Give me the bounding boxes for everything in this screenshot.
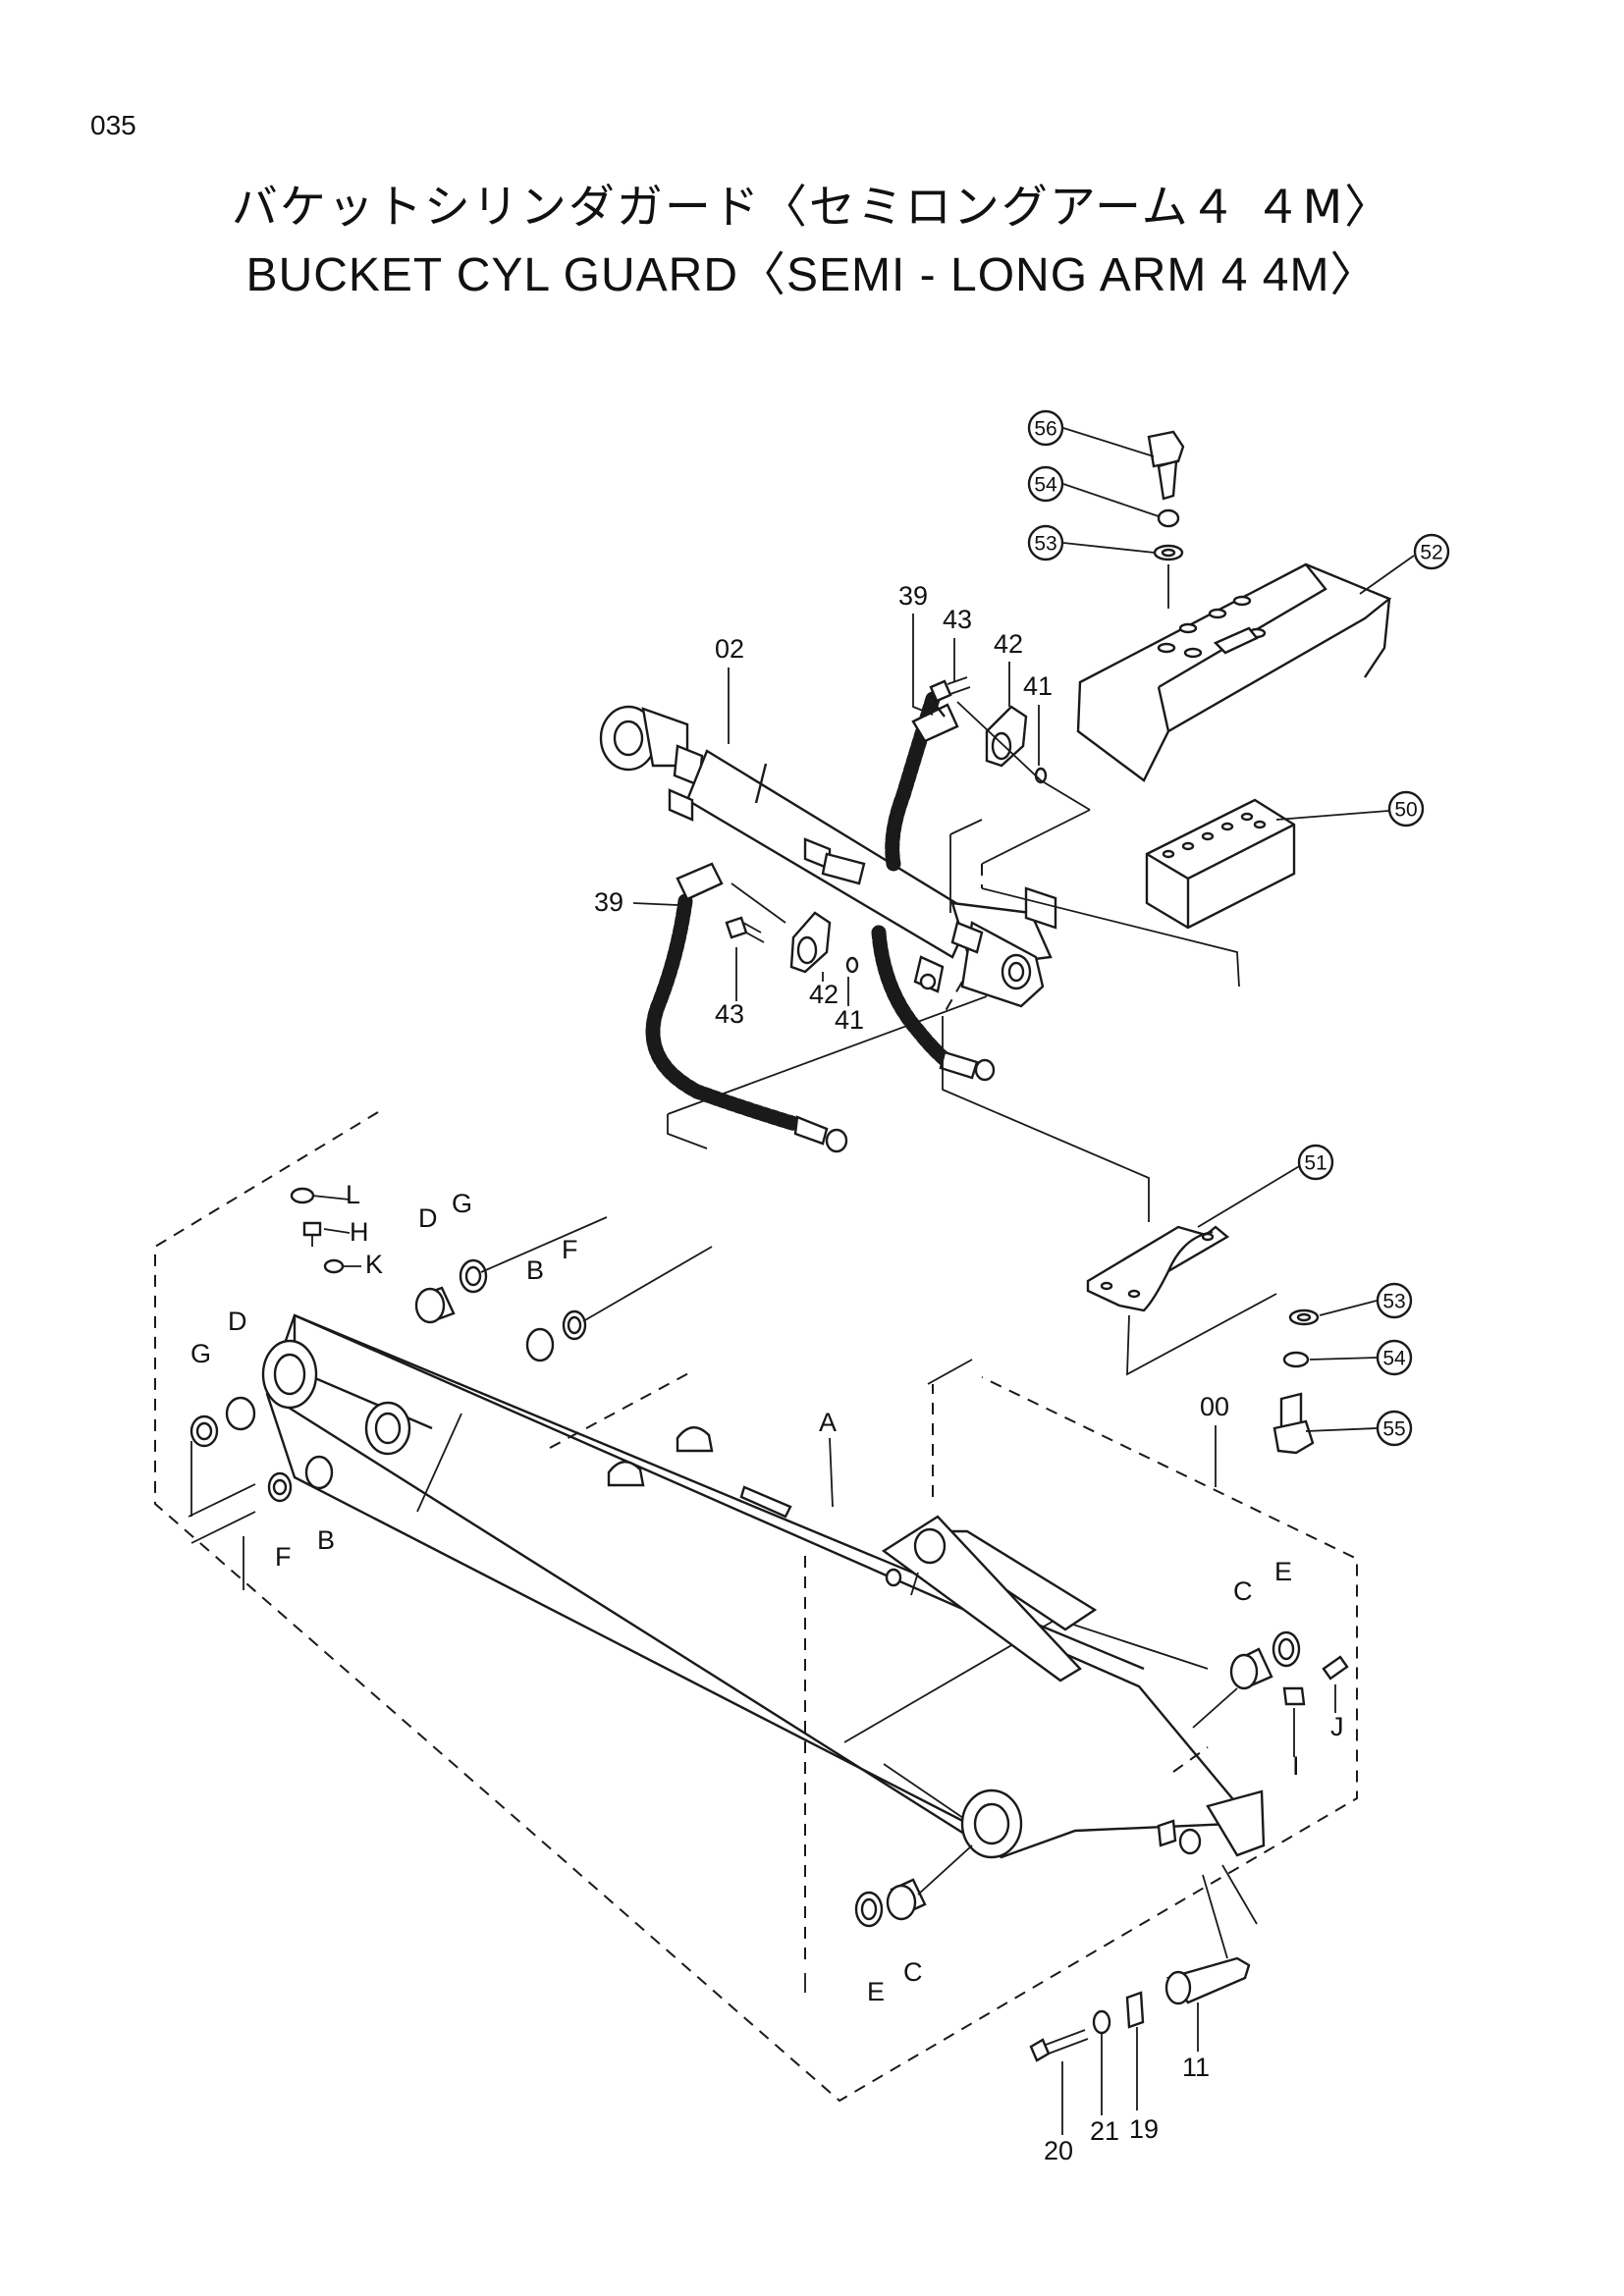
callout-54-upper: 54 [1027,465,1064,503]
label-42-upper: 42 [994,629,1023,659]
bushing-C-right [1229,1647,1273,1690]
label-F-upper: F [562,1235,578,1264]
ring-E-lower [854,1891,884,1928]
label-B-upper: B [526,1255,544,1285]
title-japanese: バケットシリンダガード〈セミロングアーム４ ４M〉 [231,181,1393,235]
ring-E-right [1272,1630,1301,1668]
label-41-upper: 41 [1023,671,1053,701]
hose-39-upper [885,691,959,872]
flange-42-upper [985,705,1028,768]
callout-50: 50 [1387,790,1425,828]
block-50 [1145,798,1296,930]
washer-21 [1092,2009,1111,2035]
label-41-lower: 41 [835,1005,864,1035]
label-D-upper: D [418,1203,438,1233]
bushing-B-left [304,1455,334,1490]
label-G-upper: G [452,1189,472,1218]
label-K: K [365,1250,383,1279]
bucket-cylinder [599,705,1057,1008]
svg-text:53: 53 [1034,533,1056,556]
label-B-left: B [317,1525,335,1555]
bolt-43-lower [725,916,765,943]
label-39-lower: 39 [594,887,623,917]
hose-39-lower [645,862,996,1153]
callout-55: 55 [1376,1410,1413,1447]
svg-text:53: 53 [1382,1291,1405,1313]
page-number: 035 [90,110,136,140]
label-42-lower: 42 [809,980,839,1009]
label-E-right: E [1274,1557,1292,1586]
bolt-J [1322,1655,1349,1681]
callout-51: 51 [1297,1144,1334,1181]
callout-52: 52 [1413,533,1450,570]
label-F-left: F [275,1542,292,1572]
label-C-right: C [1233,1576,1253,1606]
svg-text:54: 54 [1034,474,1057,497]
bolt-56 [1147,430,1185,501]
svg-text:52: 52 [1420,542,1442,564]
arm-body [261,1313,1266,1859]
title-english: BUCKET CYL GUARD〈SEMI - LONG ARM 4 4M〉 [245,249,1379,301]
bolt-55 [1272,1392,1315,1455]
label-00: 00 [1200,1392,1229,1421]
spring-washer-54-lower [1282,1351,1310,1368]
svg-text:51: 51 [1304,1152,1326,1175]
label-H: H [350,1217,369,1247]
clamp-51 [1086,1225,1230,1312]
label-43-upper: 43 [943,605,972,634]
label-E-lower: E [867,1977,885,2006]
ring-F-left [267,1471,293,1503]
label-19: 19 [1129,2114,1159,2144]
spring-washer-54-upper [1157,508,1180,528]
label-A: A [819,1408,837,1437]
label-21: 21 [1090,2116,1119,2146]
plate-19 [1125,1991,1145,2029]
label-39-upper: 39 [898,581,928,611]
oring-41-lower [845,956,859,974]
callout-56: 56 [1027,409,1064,447]
label-11: 11 [1182,2053,1210,2082]
label-D-left: D [228,1307,247,1336]
label-C-lower: C [903,1957,923,1987]
callout-53-lower: 53 [1376,1282,1413,1319]
label-43-lower: 43 [715,999,744,1029]
callout-53-upper: 53 [1027,524,1064,561]
assembly-boundary [154,1111,1358,2103]
bushing-B-upper [525,1327,555,1362]
pin-11 [1164,1956,1251,2005]
label-I: I [1292,1751,1300,1781]
svg-text:56: 56 [1034,418,1056,441]
ring-G-left [189,1415,219,1448]
guard-52 [1076,562,1392,782]
washer-53-upper [1153,544,1184,561]
callout-54-lower: 54 [1376,1339,1413,1376]
svg-text:54: 54 [1382,1348,1406,1370]
washer-53-lower [1288,1308,1320,1326]
nut-I [1282,1686,1306,1706]
bolt-20 [1029,2029,1089,2062]
svg-text:50: 50 [1394,799,1417,822]
label-G-left: G [190,1339,211,1368]
ring-F-upper [562,1309,587,1341]
label-02: 02 [715,634,744,664]
bushing-D-upper [414,1286,456,1324]
ring-G-upper [459,1258,488,1294]
label-L: L [346,1180,360,1209]
bushing-C-lower [886,1878,927,1921]
svg-text:55: 55 [1382,1418,1405,1441]
label-20: 20 [1044,2136,1073,2165]
bolt-43-upper [929,676,971,703]
label-J: J [1330,1712,1344,1741]
bushing-D-left [225,1396,256,1431]
flange-42-lower [789,911,832,974]
